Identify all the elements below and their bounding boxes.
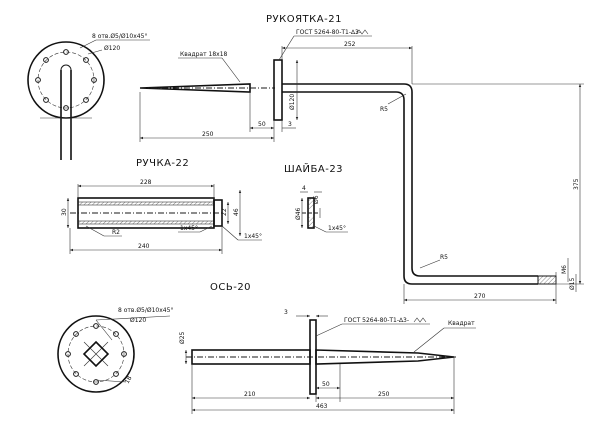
shaiba-body [302,197,320,229]
dim-50: 50 [258,121,266,128]
ruchka-dim-1x45b: 1x45° [244,233,262,240]
os-body [186,319,456,395]
rukoyatka-holes-label: 8 отв.Ø5/Ø10x45° [92,33,147,40]
dim-120: Ø120 [289,94,296,110]
title-shaiba: ШАЙБА-23 [284,162,343,175]
dim-252: 252 [344,41,356,48]
dim-270: 270 [474,293,486,300]
os-dim-25: Ø25 [179,331,186,344]
ruchka-dim-r2: R2 [112,229,120,236]
ruchka-dim-1x45: 1x45° [180,225,198,232]
ruchka-dim-240: 240 [138,243,150,250]
flange-view-top [27,39,150,160]
shaiba-dim-6: Ø6 [313,195,320,204]
os-dim-463: 463 [316,403,328,410]
ruchka-body [70,197,223,229]
os-dim-210: 210 [244,391,256,398]
flange-holes [35,49,97,111]
ruchka-dim-22: 22 [221,208,228,216]
ruchka-dim-30: 30 [61,208,68,216]
shaiba-dim-4: 4 [302,185,306,192]
rukoyatka-kvadrat: Квадрат 18x18 [180,51,228,58]
title-ruchka: РУЧКА-22 [136,158,189,169]
rukoyatka-body [139,59,557,288]
rukoyatka-gost: ГОСТ 5264-80-Т1-∆3- [296,29,361,36]
dim-m6: M6 [561,265,568,274]
os-dim-18: 18 [124,375,134,385]
title-os: ОСЬ-20 [210,282,251,293]
ruchka-dim-228: 228 [140,179,152,186]
dim-r5-top: R5 [380,106,388,113]
shaiba-dim-1x45: 1x45° [328,225,346,232]
os-holes-label: 8 отв.Ø5/Ø10x45° [118,307,173,314]
shaiba-dim-46: Ø46 [295,207,302,220]
os-dim-3: 3 [284,309,288,316]
dim-375: 375 [573,178,580,190]
os-kvadrat: Квадрат [448,320,475,327]
flange-view-bottom [57,315,171,393]
dim-15: Ø15 [569,277,576,290]
os-dim-250: 250 [378,391,390,398]
title-rukoyatka: РУКОЯТКА-21 [266,14,342,25]
os-flange-diam: Ø120 [130,317,146,324]
dim-r5-bottom: R5 [440,254,448,261]
dim-250: 250 [202,131,214,138]
rukoyatka-flange-diam: Ø120 [104,45,120,52]
ruchka-dim-46: 46 [233,208,240,216]
os-gost: ГОСТ 5264-80-Т1-∆3- [344,317,409,324]
dim-3: 3 [288,121,292,128]
os-dim-50: 50 [322,381,330,388]
